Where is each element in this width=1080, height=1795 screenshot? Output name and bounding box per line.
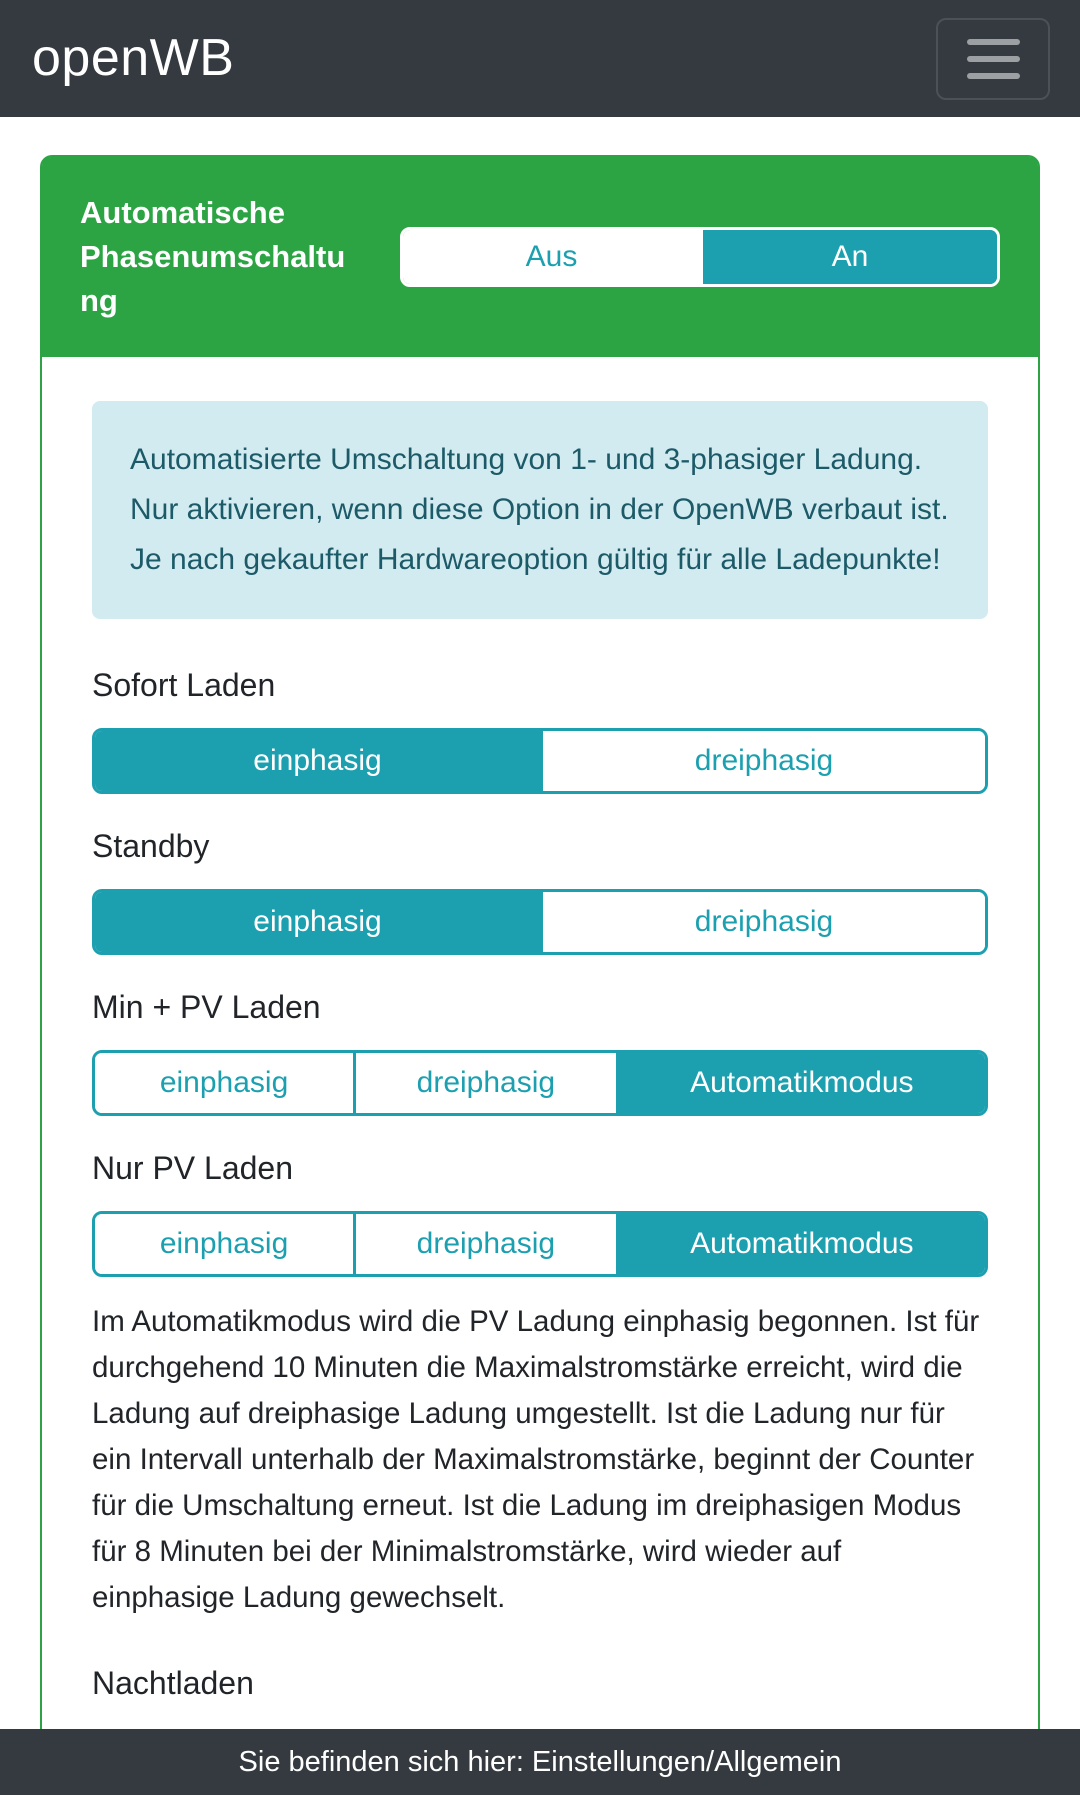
hamburger-menu-icon (966, 38, 1020, 79)
breadcrumb-text: Sie befinden sich hier: Einstellungen/Al… (238, 1745, 842, 1778)
card-body: Automatisierte Umschaltung von 1- und 3-… (42, 357, 1038, 1766)
sofort-laden-phase-group: einphasig dreiphasig (92, 728, 988, 794)
top-navbar: openWB (0, 0, 1080, 117)
sofort-laden-dreiphasig-button[interactable]: dreiphasig (540, 731, 985, 791)
section-label-nachtladen: Nachtladen (92, 1665, 254, 1701)
standby-einphasig-button[interactable]: einphasig (95, 892, 540, 952)
nur-pv-laden-phase-group: einphasig dreiphasig Automatikmodus (92, 1211, 988, 1277)
phase-switching-on-button[interactable]: An (700, 230, 997, 284)
nur-pv-einphasig-button[interactable]: einphasig (95, 1214, 354, 1274)
min-pv-dreiphasig-button[interactable]: dreiphasig (353, 1053, 616, 1113)
phase-switching-off-button[interactable]: Aus (403, 230, 700, 284)
card-title: Automatische Phasenumschaltung (80, 195, 346, 318)
section-label-min-pv-laden: Min + PV Laden (92, 989, 321, 1025)
navbar-toggler-button[interactable] (936, 17, 1050, 100)
phase-switching-card: Automatische Phasenumschaltung Aus An Au… (40, 155, 1040, 1768)
min-pv-einphasig-button[interactable]: einphasig (95, 1053, 354, 1113)
nur-pv-dreiphasig-button[interactable]: dreiphasig (353, 1214, 616, 1274)
standby-phase-group: einphasig dreiphasig (92, 889, 988, 955)
brand-logo[interactable]: openWB (32, 29, 235, 87)
section-label-nur-pv-laden: Nur PV Laden (92, 1150, 294, 1186)
min-pv-laden-phase-group: einphasig dreiphasig Automatikmodus (92, 1050, 988, 1116)
min-pv-automatikmodus-button[interactable]: Automatikmodus (615, 1053, 985, 1113)
breadcrumb-footer: Sie befinden sich hier: Einstellungen/Al… (0, 1729, 1080, 1795)
automatikmodus-description: Im Automatikmodus wird die PV Ladung ein… (92, 1305, 980, 1614)
section-label-sofort-laden: Sofort Laden (92, 667, 276, 703)
nur-pv-automatikmodus-button[interactable]: Automatikmodus (615, 1214, 985, 1274)
info-alert: Automatisierte Umschaltung von 1- und 3-… (92, 401, 988, 619)
card-header: Automatische Phasenumschaltung Aus An (42, 157, 1038, 357)
phase-switching-on-off-group: Aus An (400, 227, 1000, 287)
sofort-laden-einphasig-button[interactable]: einphasig (95, 731, 540, 791)
main-content: Automatische Phasenumschaltung Aus An Au… (0, 117, 1080, 1768)
standby-dreiphasig-button[interactable]: dreiphasig (540, 892, 985, 952)
section-label-standby: Standby (92, 828, 210, 864)
